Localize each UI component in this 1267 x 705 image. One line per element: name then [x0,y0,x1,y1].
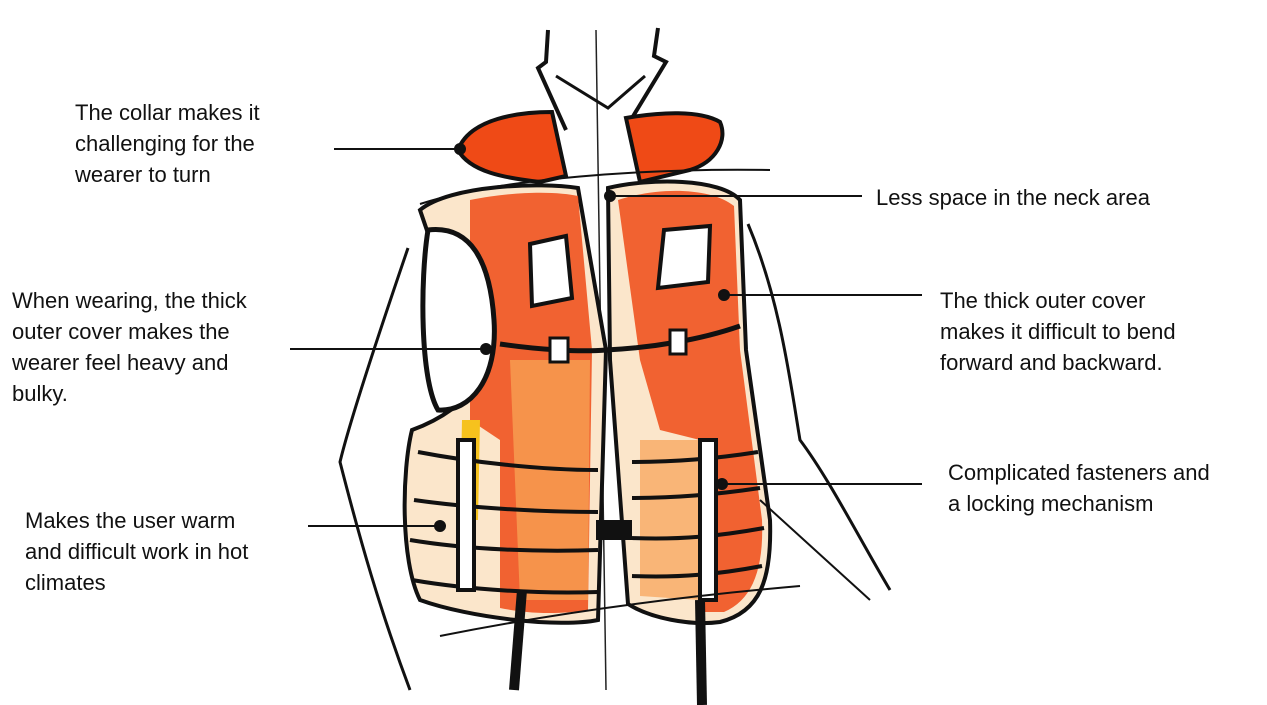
annotation-line: wearer feel heavy and [12,347,247,378]
annotation-line: The thick outer cover [940,285,1176,316]
annotation-thick-cover-bend: The thick outer cover makes it difficult… [940,285,1176,378]
annotation-collar: The collar makes it challenging for the … [75,97,260,190]
belt-buckle-right [670,330,686,354]
annotation-thick-cover-heavy: When wearing, the thick outer cover make… [12,285,247,409]
leader-dot-warm [435,521,445,531]
arm-line-right [760,500,870,600]
annotation-line: challenging for the [75,128,260,159]
annotation-line: The collar makes it [75,97,260,128]
chest-pocket-left [530,236,572,306]
annotation-line: climates [25,567,248,598]
annotation-line: makes it difficult to bend [940,316,1176,347]
leg-strap-right [700,600,702,705]
vest-left-light [510,360,590,600]
annotation-line: wearer to turn [75,159,260,190]
leader-dot-neck [605,191,615,201]
annotation-warm: Makes the user warm and difficult work i… [25,505,248,598]
annotation-line: When wearing, the thick [12,285,247,316]
annotation-line: Complicated fasteners and [948,457,1210,488]
crotch-band [596,520,632,540]
annotation-line: outer cover makes the [12,316,247,347]
annotation-neck: Less space in the neck area [876,182,1150,213]
fastener-strap-left [458,440,474,590]
leader-lines [290,144,922,531]
body-outline-left [340,248,410,690]
annotation-line: forward and backward. [940,347,1176,378]
collar-v-line [556,76,645,108]
annotation-line: and difficult work in hot [25,536,248,567]
leader-dot-thick-cover-heavy [481,344,491,354]
annotation-line: Makes the user warm [25,505,248,536]
annotation-fasteners: Complicated fasteners and a locking mech… [948,457,1210,519]
leader-dot-fasteners [717,479,727,489]
annotation-line: a locking mechanism [948,488,1210,519]
fastener-strap-right [700,440,716,600]
belt-buckle-left [550,338,568,362]
chest-pocket-right [658,226,710,288]
leader-dot-collar [455,144,465,154]
leader-dot-thick-cover-bend [719,290,729,300]
annotation-line: bulky. [12,378,247,409]
neck-outline-right [632,28,666,118]
annotation-line: Less space in the neck area [876,182,1150,213]
